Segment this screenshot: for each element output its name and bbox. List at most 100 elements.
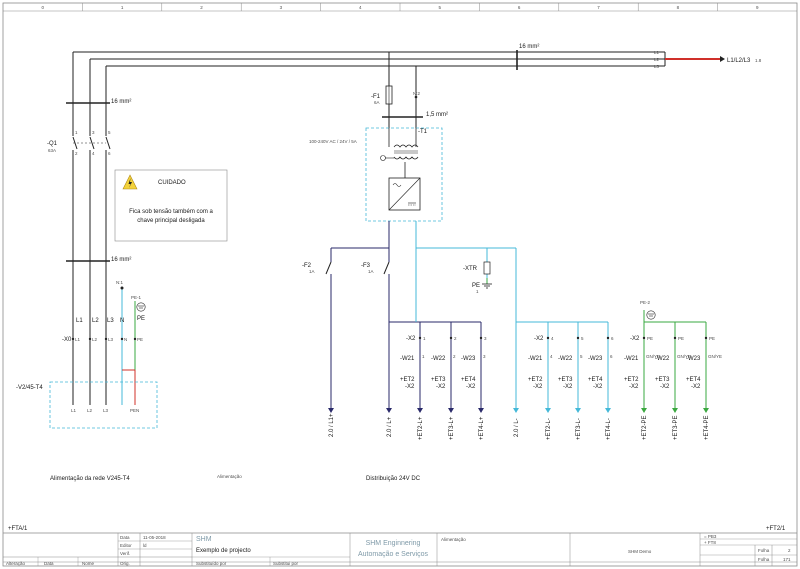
x0-pin-l3: L3 <box>108 337 114 342</box>
x2-terminal[interactable] <box>576 336 580 340</box>
xtr-pe-label: PE <box>472 283 480 289</box>
x2-terminal[interactable] <box>449 336 453 340</box>
device-pin-l1: L1 <box>71 408 77 413</box>
et-sub: -X2 <box>691 384 701 390</box>
outlet-label[interactable]: +ET2-L- <box>546 418 552 440</box>
xtr-ground-icon[interactable] <box>482 261 492 289</box>
tb-editor: ld <box>143 543 147 548</box>
tb-date: 11-05-2018 <box>143 535 166 540</box>
mains-section-title: Alimentação da rede V245-T4 <box>50 476 130 482</box>
power-supply-section: -F1 6A N:2 1,5 mm² -T1 100-240V AC / 24V… <box>302 52 608 482</box>
terminal-x0[interactable] <box>71 337 137 341</box>
et-name: +ET2 <box>400 377 415 383</box>
column-number: 2 <box>200 5 203 10</box>
tb-page-title: Alimentação <box>441 537 466 542</box>
outlet-label[interactable]: +ET4-PE <box>704 415 710 440</box>
bus-target-ref: 1.8 <box>755 58 762 63</box>
breaker-pin-3: 3 <box>92 130 95 135</box>
column-number: 0 <box>41 5 44 10</box>
supply-cable-label: 16 mm² <box>519 44 539 50</box>
outlet-arrow <box>575 408 581 413</box>
cable-core: GN/YE <box>646 354 660 359</box>
phase-label-l1: L1 <box>76 318 83 324</box>
x2-terminal[interactable] <box>673 336 677 340</box>
x0-pin-l2: L2 <box>92 337 98 342</box>
x2-terminal[interactable] <box>546 336 550 340</box>
tb-substituted-by: Substituído por <box>196 561 227 566</box>
outlet-label[interactable]: +ET2-PE <box>642 415 648 440</box>
cable-name: -W22 <box>655 356 670 362</box>
cable-name: -W21 <box>624 356 639 362</box>
outlet-label[interactable]: +ET3-L+ <box>449 416 455 440</box>
cable-name: -W22 <box>558 356 573 362</box>
nav-next-link[interactable]: +FT2/1 <box>766 526 786 532</box>
tb-total-pages: 171 <box>783 557 791 562</box>
x2-terminal[interactable] <box>479 336 483 340</box>
x2-terminal[interactable] <box>606 336 610 340</box>
column-number: 8 <box>677 5 680 10</box>
x0-pin-l1: L1 <box>75 337 81 342</box>
et-sub: -X2 <box>593 384 603 390</box>
title-block: Data Editor Verif. Orig. 11-05-2018 ld S… <box>3 532 797 566</box>
tb-page-label: Folha <box>758 548 770 553</box>
x2-terminal[interactable] <box>642 336 646 340</box>
et-name: +ET2 <box>624 377 639 383</box>
xtr-name: -XTR <box>463 266 478 272</box>
x2-terminal[interactable] <box>704 336 708 340</box>
x2-name: -X2 <box>630 336 640 342</box>
tb-row-label-editor: Editor <box>120 543 132 548</box>
phase-label-l3: L3 <box>107 318 114 324</box>
tb-total-label: Folha <box>758 557 770 562</box>
xtr-pe-sub: 1 <box>476 289 479 294</box>
tb-company-1: SHM Enginnering <box>366 540 421 547</box>
bus-tag-l1: L1 <box>654 50 660 55</box>
outlet-label[interactable]: +ET3-PE <box>673 415 679 440</box>
fuse-f1[interactable] <box>385 85 393 105</box>
tb-row-label-date: Data <box>120 535 130 540</box>
bus-target-link[interactable]: L1/L2/L3 <box>727 58 751 64</box>
outlet-label-l1plus[interactable]: 2.0 / L1+ <box>329 413 335 437</box>
fuse-f2-rating: 1A <box>309 269 315 274</box>
outlet-label[interactable]: +ET4-L- <box>606 418 612 440</box>
tb-ref-1: = PB3 <box>704 534 717 539</box>
outlet-label[interactable]: +ET3-L- <box>576 418 582 440</box>
et-sub: -X2 <box>629 384 639 390</box>
outlet-label-lplus[interactable]: 2.0 / L+ <box>387 416 393 437</box>
cable-name: -W23 <box>686 356 701 362</box>
warning-title: CUIDADO <box>158 180 186 186</box>
supply-bus: L1 L2 L3 16 mm² L1/L2/L3 1.8 <box>73 44 762 70</box>
cable-name: -W21 <box>528 356 543 362</box>
x2-terminal[interactable] <box>418 336 422 340</box>
et-name: +ET2 <box>528 377 543 383</box>
breaker-q1[interactable] <box>68 136 111 150</box>
fuse-f3[interactable] <box>383 261 390 282</box>
x2-pin: PE <box>709 336 715 341</box>
et-sub: -X2 <box>466 384 476 390</box>
pe2-ground-icon <box>646 310 656 320</box>
cable-core: 1 <box>422 354 425 359</box>
page-name-label: Alimentação <box>217 474 242 479</box>
outlet-label[interactable]: +ET4-L+ <box>479 416 485 440</box>
phase-label-n: N <box>120 318 124 324</box>
pe2-ground-label: PE-2 <box>640 300 651 305</box>
outlet-label[interactable]: +ET2-L+ <box>418 416 424 440</box>
transformer-t1-box[interactable] <box>365 127 443 222</box>
cable-name: -W23 <box>588 356 603 362</box>
fuse-f2[interactable] <box>325 261 332 282</box>
device-v2-name: -V2/45-T4 <box>16 385 43 391</box>
device-v2-box[interactable] <box>49 381 158 429</box>
column-number: 9 <box>756 5 759 10</box>
device-pin-pen: PEN <box>130 408 139 413</box>
cable-name: -W21 <box>400 356 415 362</box>
et-sub: -X2 <box>563 384 573 390</box>
bus-tag-l3: L3 <box>654 64 660 69</box>
fuse-f1-name: -F1 <box>371 94 381 100</box>
nav-prev-link[interactable]: +FTA/1 <box>8 526 28 532</box>
outlet-arrow <box>672 408 678 413</box>
outlet-label-lminus[interactable]: 2.0 / L- <box>514 418 520 437</box>
x2-pin: 1 <box>423 336 426 341</box>
x2-pin: 3 <box>484 336 487 341</box>
tb-drawing-id: SHM Demo <box>628 549 652 554</box>
tb-project-desc: Exemplo de projecto <box>196 548 251 554</box>
